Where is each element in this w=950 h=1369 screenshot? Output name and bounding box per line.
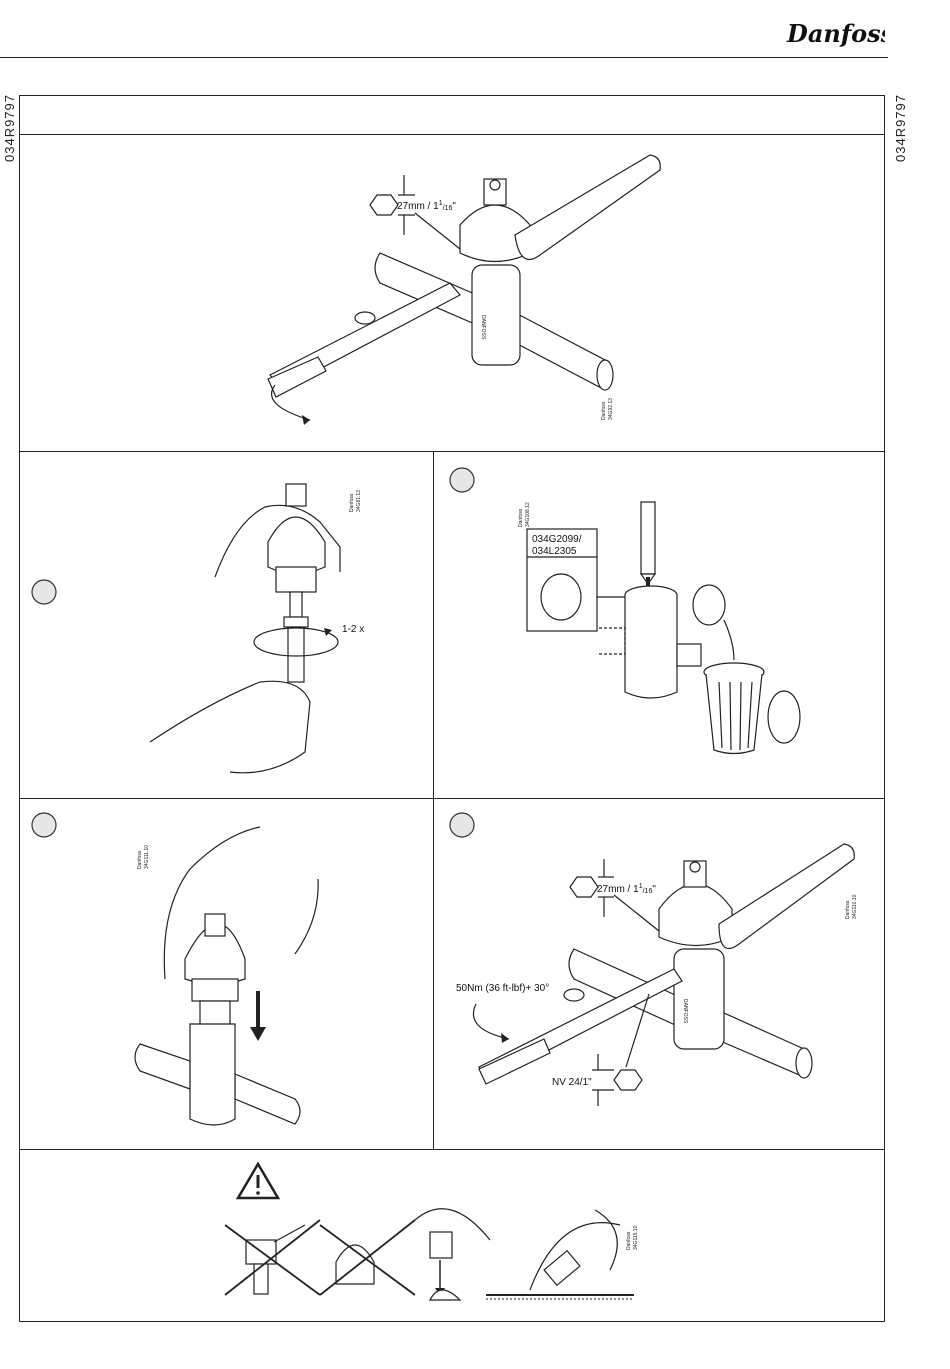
wrench-size-label: 27mm / 11/16" [397, 200, 456, 212]
svg-text:34G110.10: 34G110.10 [852, 894, 858, 919]
hex-nut-icon [370, 195, 398, 215]
header-rule [0, 57, 888, 58]
do-not-strike-icon [486, 1210, 634, 1299]
step-circle [32, 813, 56, 837]
document-code-left: 034R9797 [2, 94, 17, 162]
drawing-ref-bottom-right: Danfoss [845, 900, 851, 919]
rotation-arrow-icon [473, 1004, 509, 1039]
valve-marking-text: DANFOSS [480, 315, 486, 340]
drawing-ref-bottom-left: Danfoss [137, 850, 143, 869]
document-code-right: 034R9797 [893, 94, 908, 162]
open-wrench [719, 844, 854, 949]
torque-label: 50Nm (36 ft-lbf)+ 30° [456, 983, 549, 994]
svg-text:34G115.10: 34G115.10 [633, 1225, 639, 1250]
part-number-1: 034G2099/ [532, 534, 582, 545]
drawing-ref-mid-left: Danfoss [349, 493, 355, 512]
brand-logo: Danfoss [785, 12, 885, 52]
step-circle [450, 468, 474, 492]
step-circle [32, 580, 56, 604]
do-not-grip-actuator-icon [320, 1220, 415, 1295]
panel-loosen-wrench: 27mm / 11/16" DANFOSS Danfoss 34G92.13 [20, 135, 884, 451]
tighten-illustration: 27mm / 11/16" 50Nm (36 ft-lbf)+ 30° DANF… [434, 799, 884, 1149]
do-not-drop-icon [415, 1209, 490, 1300]
hex-nut-icon [570, 877, 598, 897]
step-circle [450, 813, 474, 837]
panel-insert-cartridge: Danfoss 34G111.10 [20, 799, 433, 1149]
turns-label: 1-2 x [342, 624, 364, 635]
wrench-valve-illustration: 27mm / 11/16" DANFOSS Danfoss 34G92.13 [20, 135, 884, 451]
nut-size-label: NV 24/1" [552, 1077, 592, 1088]
drawing-ref-top: Danfoss [601, 401, 607, 420]
brand-logo-text: Danfoss [786, 19, 885, 48]
wrench-size-label: 27mm / 11/16" [597, 883, 656, 895]
panel-replace-oring: Danfoss 34G108.12 034G2099/ 034L2305 [434, 452, 884, 798]
panel-tighten: 27mm / 11/16" 50Nm (36 ft-lbf)+ 30° DANF… [434, 799, 884, 1149]
panel-unscrew-by-hand: 1-2 x Danfoss 34G81.13 [20, 452, 433, 798]
drawing-ref-warning: Danfoss [626, 1231, 632, 1250]
valve-marking-text: DANFOSS [682, 999, 688, 1024]
svg-text:34G81.13: 34G81.13 [356, 490, 362, 512]
danfoss-logo-icon: Danfoss [785, 12, 885, 52]
svg-text:34G92.13: 34G92.13 [608, 398, 614, 420]
lower-hand [150, 681, 310, 773]
part-number-2: 034L2305 [532, 546, 577, 557]
svg-text:34G108.12: 34G108.12 [525, 502, 531, 527]
hex-nut-icon [614, 1070, 642, 1090]
old-oring-icon [693, 585, 725, 625]
warning-triangle-icon [238, 1164, 278, 1198]
hand-unscrew-illustration: 1-2 x Danfoss 34G81.13 [20, 452, 433, 798]
warning-illustration: Danfoss 34G115.10 [20, 1150, 884, 1321]
insert-cartridge-illustration: Danfoss 34G111.10 [20, 799, 433, 1149]
do-not-heat-icon [225, 1220, 320, 1295]
svg-text:34G111.10: 34G111.10 [144, 845, 150, 869]
panel-warning: Danfoss 34G115.10 [20, 1150, 884, 1321]
drawing-ref-mid-right: Danfoss [518, 508, 524, 527]
open-wrench [515, 155, 660, 260]
oring-replace-illustration: Danfoss 34G108.12 034G2099/ 034L2305 [434, 452, 884, 798]
